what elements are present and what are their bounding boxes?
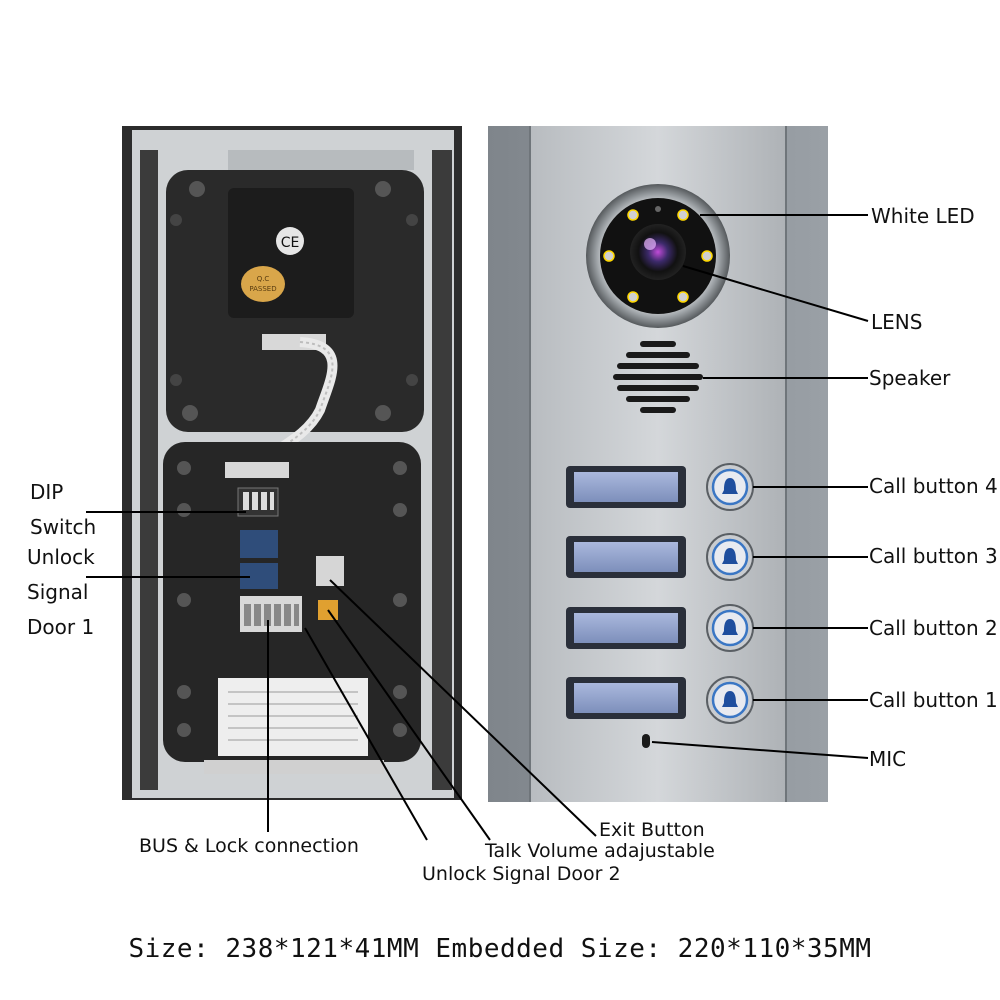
leader-unlock-2: [304, 627, 428, 841]
ce-mark: [276, 227, 304, 255]
label-speaker: Speaker: [869, 366, 951, 390]
call-button-2[interactable]: [706, 604, 754, 652]
svg-text:PASSED: PASSED: [249, 285, 276, 293]
leader-exit-button: [329, 579, 597, 837]
label-exit-button: Exit Button: [599, 819, 705, 841]
call-button-row-3: [566, 533, 754, 581]
label-lens: LENS: [871, 310, 923, 334]
label-dip-line1: DIP: [30, 480, 64, 504]
relay-1: [240, 530, 278, 558]
svg-text:CE: CE: [281, 235, 300, 251]
call-button-row-4: [566, 463, 754, 511]
label-call-button-2: Call button 2: [869, 616, 998, 640]
control-module-back: [163, 442, 421, 774]
front-view: [488, 126, 828, 802]
label-bus-lock: BUS & Lock connection: [139, 835, 359, 857]
call-button-3[interactable]: [706, 533, 754, 581]
bell-icon: [722, 691, 738, 707]
leader-talk-volume: [327, 609, 491, 841]
label-white-led: White LED: [871, 204, 975, 228]
label-mic: MIC: [869, 747, 907, 771]
leader-mic: [651, 741, 869, 759]
leader-lens: [682, 265, 869, 322]
call-button-row-2: [566, 604, 754, 652]
mic-hole: [642, 734, 650, 748]
label-unlock1-line1: Unlock: [27, 545, 95, 569]
label-talk-volume: Talk Volume adajustable: [485, 840, 715, 862]
speaker-grille: [613, 341, 703, 413]
call-button-4[interactable]: [706, 463, 754, 511]
camera-module-back: CE Q.C PASSED: [166, 170, 424, 432]
bell-icon: [722, 548, 738, 564]
label-unlock-door-2: Unlock Signal Door 2: [422, 863, 621, 885]
label-call-button-3: Call button 3: [869, 544, 998, 568]
qc-sticker: [241, 266, 285, 302]
wiring-sticker: [218, 678, 368, 756]
call-button-1[interactable]: [706, 676, 754, 724]
white-led-ring: [603, 209, 713, 303]
label-call-button-4: Call button 4: [869, 474, 998, 498]
size-caption: Size: 238*121*41MM Embedded Size: 220*11…: [128, 934, 872, 964]
svg-text:Q.C: Q.C: [257, 275, 270, 283]
back-view: CE Q.C PASSED: [122, 126, 462, 800]
call-button-row-1: [566, 676, 754, 724]
label-dip-line2: Switch: [30, 515, 97, 539]
label-unlock1-line2: Signal: [27, 580, 89, 604]
leader-lines: [86, 214, 869, 841]
lens: [630, 224, 686, 280]
label-call-button-1: Call button 1: [869, 688, 998, 712]
push-gnd-terminal: [316, 556, 344, 586]
front-camera: [586, 184, 730, 328]
bell-icon: [722, 478, 738, 494]
label-unlock1-line3: Door 1: [27, 615, 95, 639]
bell-icon: [722, 619, 738, 635]
